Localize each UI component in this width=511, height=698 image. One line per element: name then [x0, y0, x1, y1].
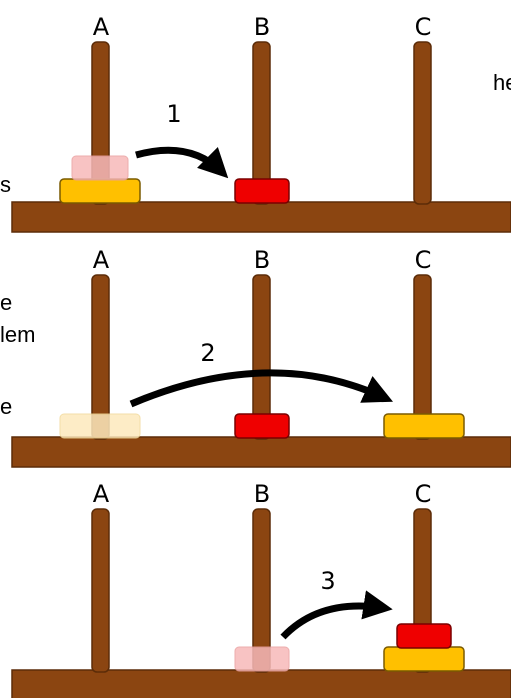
ghost-disk-small-red	[234, 646, 290, 672]
peg-a	[91, 274, 110, 440]
peg-label-b: B	[254, 13, 270, 41]
clipped-text-5: e	[0, 394, 12, 419]
base-board	[11, 669, 511, 698]
peg-label-a: A	[93, 480, 110, 508]
peg-a	[91, 508, 110, 673]
peg-label-c: C	[415, 246, 432, 274]
disk-small-red	[234, 178, 290, 204]
peg-b	[252, 41, 271, 205]
step-number-2: 2	[200, 339, 215, 367]
step-number-3: 3	[320, 567, 335, 595]
peg-label-c: C	[415, 480, 432, 508]
panel-3: A B C 3	[11, 480, 511, 698]
move-arrow-1	[135, 146, 229, 179]
ghost-disk-large-yellow	[59, 413, 141, 439]
clipped-text-4: lem	[0, 322, 35, 347]
peg-c	[413, 274, 432, 440]
peg-label-a: A	[93, 246, 110, 274]
ghost-disk-small-red	[71, 155, 129, 181]
move-arrow-3	[280, 590, 393, 640]
peg-b	[252, 508, 271, 673]
step-number-1: 1	[166, 100, 181, 128]
disk-large-yellow	[59, 178, 141, 204]
base-board	[11, 436, 511, 468]
panel-2: A B C 2	[11, 246, 511, 468]
peg-label-a: A	[93, 13, 110, 41]
panel-1: A B C 1	[11, 13, 511, 233]
base-board	[11, 201, 511, 233]
clipped-text-3: e	[0, 290, 12, 315]
clipped-text-1: he	[493, 70, 511, 95]
peg-label-b: B	[254, 480, 270, 508]
peg-label-c: C	[415, 13, 432, 41]
peg-label-b: B	[254, 246, 270, 274]
disk-large-yellow	[383, 646, 465, 672]
peg-b	[252, 274, 271, 440]
disk-small-red	[396, 623, 452, 649]
move-arrow-2	[129, 369, 394, 408]
disk-large-yellow	[383, 413, 465, 439]
clipped-text-2: s	[0, 172, 11, 197]
disk-small-red	[234, 413, 290, 439]
peg-c	[413, 41, 432, 205]
